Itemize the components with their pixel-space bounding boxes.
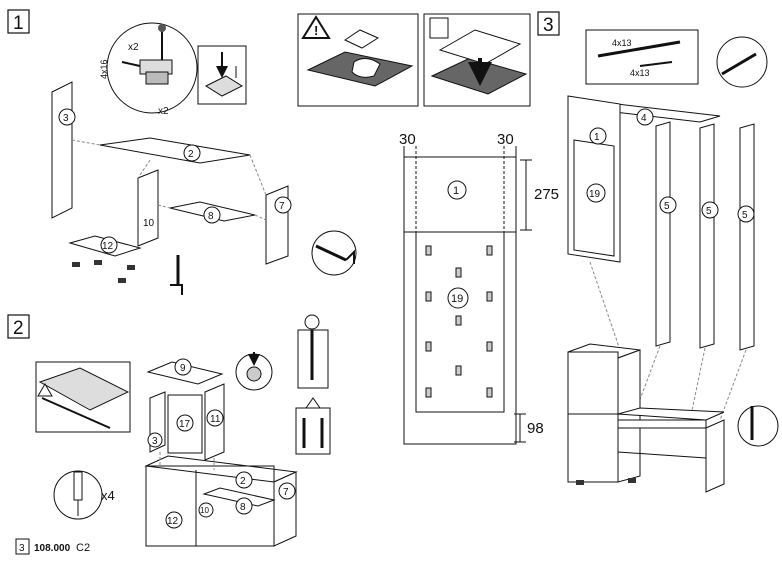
panel-8: 8 [169,201,256,224]
dim-right-label: 30 [497,131,514,148]
step-3-box [537,11,560,36]
screw-a-label: 4x13 [612,38,632,48]
part-8-label: 8 [208,211,214,222]
strip-5c [739,123,755,351]
dim-275-label: 275 [534,186,559,203]
step-3-number: 3 [543,15,554,36]
part-8-label-2: 8 [240,502,246,513]
qty-label-b: x2 [158,106,169,117]
screwdriver-detail-icon [297,314,329,389]
panel-2: 2 [99,137,251,164]
screw-b-label: 4x13 [630,68,650,78]
step-1-number: 1 [13,13,24,34]
screw-icon [170,255,183,295]
panel-12: 12 [68,235,142,283]
mirror-part-1-label: 1 [453,185,459,197]
part-5b-label: 5 [706,206,712,217]
wrench-screw-icon [311,230,357,276]
footer-code: 108.000 [34,543,71,554]
dim-left-label: 30 [399,131,416,148]
step-3-section: 3 4x13 4x13 4 1 19 5 5 5 [537,11,779,493]
step-2-section: 2 x4 9 3 17 11 [7,314,331,547]
screw-size-label: 4x16 [99,59,109,79]
part-17-label: 17 [179,419,191,430]
step-1-box [7,9,30,34]
part-10-label-2: 10 [200,506,209,515]
part-3-label: 3 [63,113,69,124]
assembly-guide-lines [71,139,267,221]
part-4-label: 4 [641,113,647,124]
cam-lock-detail-icon [197,45,247,105]
wall-fixing-screw-icon [737,405,779,447]
svg-text:!: ! [314,23,318,38]
part-3-label-2: 3 [152,436,158,447]
mirror-part-19-label: 19 [451,293,463,305]
strip-5a [655,121,671,347]
hinge-detail-icon [106,22,198,114]
panel-10: 10 [137,169,159,247]
part-7-label: 7 [279,201,285,212]
dowel-detail-icon [53,470,103,520]
part-9-label: 9 [180,363,186,374]
part-5c-label: 5 [742,210,748,221]
part-11-label: 11 [210,414,221,425]
cabinet-assembly: 9 3 17 11 2 7 8 12 10 [144,358,298,547]
qty-label-a: x2 [128,42,139,53]
wall-anchor-detail-icon [716,36,768,88]
part-19-label-3: 19 [589,189,601,200]
part-12-label: 12 [102,241,114,252]
part-12-label-2: 12 [167,516,179,527]
adhesive-pads [425,245,493,398]
step-2-box [7,314,30,339]
dim-98-label: 98 [527,420,544,437]
part-10-label: 10 [143,218,155,229]
cleaning-cloth-icon [343,29,380,49]
part-1-label-3: 1 [594,132,600,143]
footer-page-number: 3 [19,543,25,554]
mirror-dimension-drawing: 30 30 275 98 1 19 [399,131,559,445]
part-7-label-2: 7 [283,487,289,498]
back-panel-nailing-icon [35,361,131,433]
warning-cam-detail-icon [295,397,331,455]
panel-7: 7 [265,185,292,265]
panel-3: 3 [51,81,76,219]
manual-panel [423,13,531,107]
bench-unit [567,343,725,493]
screw-detail-box [585,29,699,85]
manual-book-icon [429,17,449,39]
footer: 3 108.000 C2 [15,538,90,555]
part-2-label: 2 [188,149,194,160]
part-2-label-2: 2 [240,476,246,487]
warning-panel: ! [297,13,419,107]
part-5a-label: 5 [664,201,670,212]
warning-icon [301,15,331,39]
strip-5b [699,123,715,349]
dowel-qty-label: x4 [101,488,115,503]
step-1-section: 1 4x16 x2 x2 3 2 [7,9,357,295]
cam-bolt-detail-icon [235,352,273,391]
footer-revision: C2 [76,542,90,554]
step-2-number: 2 [13,318,24,339]
